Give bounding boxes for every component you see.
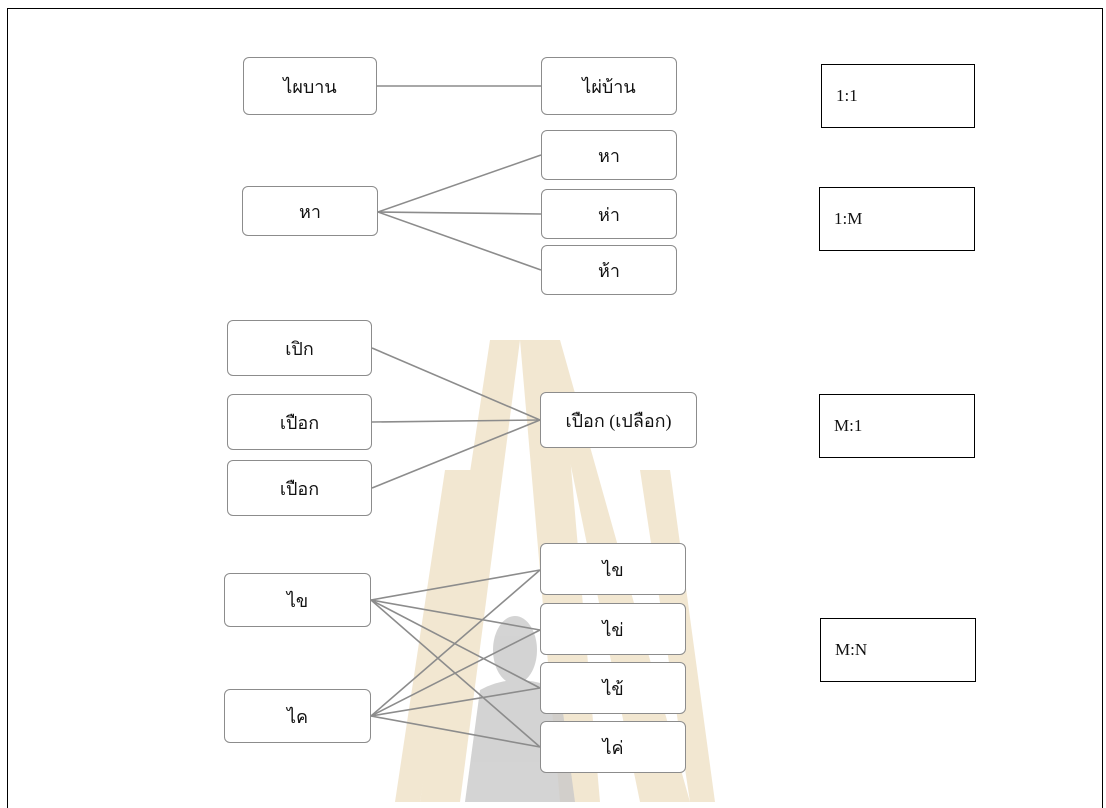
connector-line [370,715,541,748]
target-word-node: ห่า [541,189,677,239]
relation-label: 1:1 [821,64,975,128]
connector-line [370,599,541,631]
target-word-node: ไข้ [540,662,686,714]
connector-line [371,347,541,421]
relation-label: M:1 [819,394,975,458]
target-word-node: ไข่ [540,603,686,655]
connector-line [370,687,541,717]
source-word-node: เปือก [227,394,372,450]
target-word-node: หา [541,130,677,180]
target-word-node: เปือก (เปลือก) [540,392,697,448]
target-word-node: ไค่ [540,721,686,773]
connector-line [370,629,541,717]
target-word-node: ห้า [541,245,677,295]
connector-line [370,569,541,717]
source-word-node: เปือก [227,460,372,516]
target-word-node: ไข [540,543,686,595]
target-word-node: ไผ่บ้าน [541,57,677,115]
source-word-node: ไข [224,573,371,627]
source-word-node: ไผบาน [243,57,377,115]
connector-line [377,211,542,271]
connector-line [371,419,541,423]
connector-line [370,569,541,601]
connector-line [377,211,542,215]
source-word-node: ไค [224,689,371,743]
source-word-node: หา [242,186,378,236]
page-frame [7,8,1103,808]
relation-label: 1:M [819,187,975,251]
source-word-node: เปิก [227,320,372,376]
connector-line [377,154,542,213]
relation-label: M:N [820,618,976,682]
connector-line [371,419,541,489]
